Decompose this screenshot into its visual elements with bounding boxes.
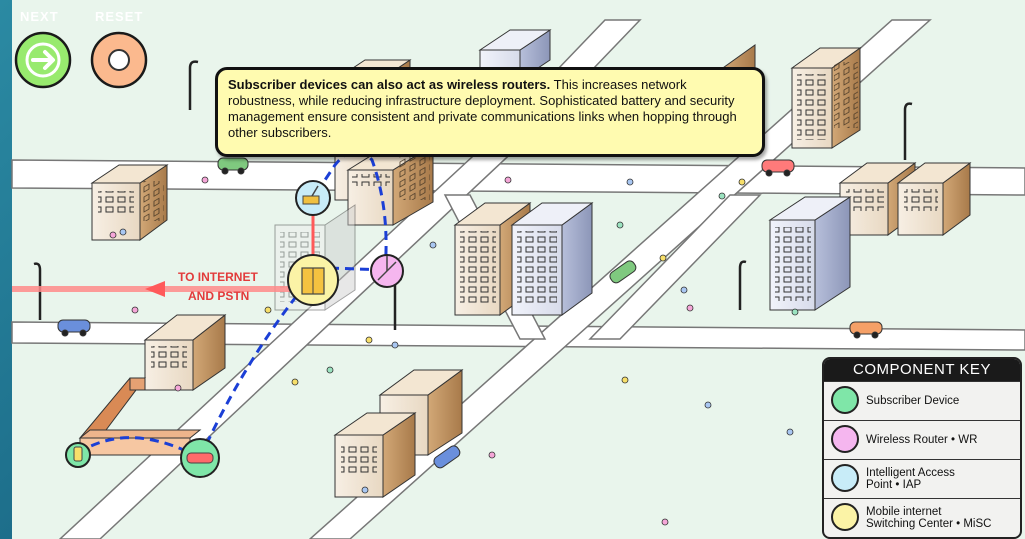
- component-key: COMPONENT KEY Subscriber Device Wireless…: [822, 357, 1022, 539]
- access-point-swatch: [831, 464, 859, 492]
- key-label: Subscriber Device: [866, 382, 959, 420]
- internet-label-line1: TO INTERNET: [178, 270, 258, 284]
- key-row-subscriber: Subscriber Device: [824, 381, 1020, 420]
- key-row-misc: Mobile internet Switching Center • MiSC: [824, 498, 1020, 537]
- callout-title: Subscriber devices can also act as wirel…: [228, 77, 550, 92]
- subscriber-node: [66, 443, 90, 467]
- building: [512, 203, 592, 315]
- key-label: Wireless Router • WR: [866, 421, 977, 459]
- router-node: [371, 255, 403, 287]
- arrow-right-icon: [13, 30, 73, 90]
- misc-node: [288, 255, 338, 305]
- subscriber-node: [181, 439, 219, 477]
- next-label: NEXT: [20, 9, 59, 24]
- iap-node: [296, 181, 330, 215]
- reset-label: RESET: [95, 9, 143, 24]
- circle-icon: [89, 30, 149, 90]
- building: [792, 48, 860, 148]
- key-label: Mobile internet Switching Center • MiSC: [866, 499, 991, 537]
- callout-box: Subscriber devices can also act as wirel…: [215, 67, 765, 157]
- reset-button[interactable]: [89, 30, 149, 90]
- key-label: Intelligent Access Point • IAP: [866, 460, 955, 498]
- building: [770, 197, 850, 310]
- internet-label-line2: AND PSTN: [188, 289, 249, 303]
- building: [92, 165, 167, 240]
- next-button[interactable]: [13, 30, 73, 90]
- component-key-title: COMPONENT KEY: [824, 359, 1020, 381]
- key-row-iap: Intelligent Access Point • IAP: [824, 459, 1020, 498]
- switching-center-swatch: [831, 503, 859, 531]
- subscriber-device-swatch: [831, 386, 859, 414]
- key-row-router: Wireless Router • WR: [824, 420, 1020, 459]
- wireless-router-swatch: [831, 425, 859, 453]
